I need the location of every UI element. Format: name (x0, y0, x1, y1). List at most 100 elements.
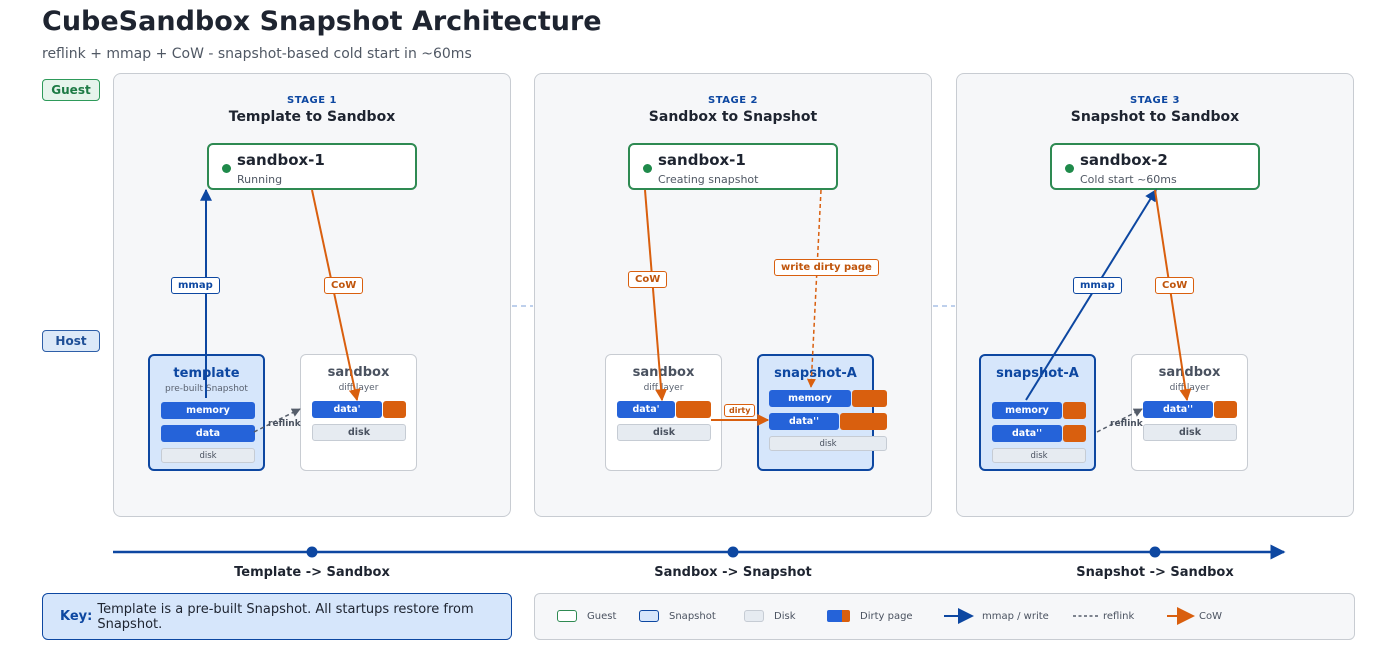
cow-arrow-icon (1167, 607, 1195, 625)
timeline-marker (1149, 546, 1161, 558)
legend-item-snapshot: Snapshot (639, 594, 716, 638)
sandbox-name: sandbox-1 (237, 151, 325, 169)
data-double-prime-block: data'' (1143, 401, 1213, 418)
dirty-page-swatch-icon (827, 610, 850, 622)
mmap-label: mmap (171, 277, 220, 294)
sandbox-diff-card[interactable]: sandbox diff layer data'' disk (1131, 354, 1248, 471)
dirty-page-block (1214, 401, 1237, 418)
reflink-label: reflink (268, 419, 301, 429)
guest-sandbox-box[interactable]: sandbox-1 Creating snapshot (628, 143, 838, 190)
legend-item-reflink: reflink (1073, 594, 1134, 638)
mmap-label: mmap (1073, 277, 1122, 294)
reflink-line-icon (1073, 615, 1099, 617)
status-dot-icon (643, 164, 652, 173)
timeline-marker (727, 546, 739, 558)
card-title: snapshot-A (774, 366, 857, 381)
legend-item-cow: CoW (1167, 594, 1222, 638)
legend-item-disk: Disk (744, 594, 795, 638)
disk-block: disk (769, 436, 887, 451)
stage-2-panel: STAGE 2 Sandbox to Snapshot sandbox-1 Cr… (534, 73, 932, 517)
data-prime-block: data' (312, 401, 382, 418)
template-card[interactable]: template pre-built Snapshot memory data … (148, 354, 265, 471)
key-note: Key: Template is a pre-built Snapshot. A… (42, 593, 512, 640)
disk-swatch-icon (744, 610, 764, 622)
disk-block: disk (161, 448, 255, 463)
card-title: sandbox (632, 365, 695, 380)
dirty-page-block (383, 401, 406, 418)
stage-title: Snapshot to Sandbox (1070, 109, 1240, 125)
card-title: sandbox (1158, 365, 1221, 380)
timeline-label: Sandbox -> Snapshot (654, 565, 812, 580)
memory-block: memory (769, 390, 851, 407)
page-subtitle: reflink + mmap + CoW - snapshot-based co… (42, 46, 472, 62)
legend-label: Dirty page (860, 610, 913, 622)
card-subtitle: diff layer (643, 383, 684, 393)
data-double-prime-block: data'' (992, 425, 1062, 442)
dirty-page-block (676, 401, 711, 418)
legend-label: Guest (587, 610, 617, 622)
guest-sandbox-box[interactable]: sandbox-2 Cold start ~60ms (1050, 143, 1260, 190)
legend-item-mmap: mmap / write (944, 594, 1049, 638)
write-dirty-page-label: write dirty page (774, 259, 879, 276)
sandbox-state: Running (237, 173, 283, 186)
dirty-page-block (1063, 425, 1086, 442)
page-title: CubeSandbox Snapshot Architecture (42, 6, 602, 37)
memory-block: memory (161, 402, 255, 419)
status-dot-icon (1065, 164, 1074, 173)
mmap-arrow-icon (944, 608, 974, 624)
legend-label: Disk (774, 610, 796, 622)
legend-label: Snapshot (669, 610, 716, 622)
stage-number: STAGE 1 (287, 95, 337, 106)
legend-item-dirty-page: Dirty page (827, 594, 913, 638)
stage-title: Sandbox to Snapshot (648, 109, 818, 125)
sandbox-diff-card[interactable]: sandbox diff layer data' disk (605, 354, 722, 471)
memory-block: memory (992, 402, 1062, 419)
stage-number: STAGE 3 (1130, 95, 1180, 106)
data-double-prime-block: data'' (769, 413, 839, 430)
snapshot-swatch-icon (639, 610, 659, 622)
disk-block: disk (992, 448, 1086, 463)
stage-3-panel: STAGE 3 Snapshot to Sandbox sandbox-2 Co… (956, 73, 1354, 517)
card-subtitle: diff layer (338, 383, 379, 393)
stage-1-panel: STAGE 1 Template to Sandbox sandbox-1 Ru… (113, 73, 511, 517)
legend-label: mmap / write (982, 610, 1049, 622)
card-title: snapshot-A (996, 366, 1079, 381)
disk-block: disk (1143, 424, 1237, 441)
card-title: template (173, 366, 240, 381)
legend-label: reflink (1103, 610, 1135, 622)
card-title: sandbox (327, 365, 390, 380)
cow-label: CoW (1155, 277, 1195, 294)
stage-title: Template to Sandbox (228, 109, 396, 125)
legend-label: CoW (1199, 610, 1222, 622)
data-prime-block: data' (617, 401, 675, 418)
sandbox-state: Creating snapshot (658, 173, 759, 186)
dirty-label: dirty (724, 404, 756, 417)
stage-number: STAGE 2 (708, 95, 758, 106)
key-prefix: Key: (60, 609, 93, 624)
sandbox-state: Cold start ~60ms (1080, 173, 1177, 186)
reflink-label: reflink (1110, 419, 1143, 429)
legend-item-guest: Guest (557, 594, 616, 638)
dirty-page-block (840, 413, 887, 430)
timeline-label: Template -> Sandbox (234, 565, 390, 580)
guest-sandbox-box[interactable]: sandbox-1 Running (207, 143, 417, 190)
disk-block: disk (312, 424, 406, 441)
disk-block: disk (617, 424, 711, 441)
snapshot-a-card[interactable]: snapshot-A memory data'' disk (757, 354, 887, 471)
timeline-marker (306, 546, 318, 558)
guest-swatch-icon (557, 610, 577, 622)
guest-tag: Guest (42, 79, 100, 101)
dirty-page-block (852, 390, 887, 407)
sandbox-name: sandbox-2 (1080, 151, 1168, 169)
sandbox-diff-card[interactable]: sandbox diff layer data' disk (300, 354, 417, 471)
data-block: data (161, 425, 255, 442)
key-text: Template is a pre-built Snapshot. All st… (97, 601, 474, 632)
cow-label: CoW (628, 271, 668, 288)
card-subtitle: diff layer (1169, 383, 1210, 393)
cow-label: CoW (324, 277, 364, 294)
dirty-page-block (1063, 402, 1086, 419)
card-subtitle: pre-built Snapshot (165, 384, 248, 394)
sandbox-name: sandbox-1 (658, 151, 746, 169)
snapshot-a-card[interactable]: snapshot-A memory data'' disk (979, 354, 1096, 471)
host-tag: Host (42, 330, 100, 352)
